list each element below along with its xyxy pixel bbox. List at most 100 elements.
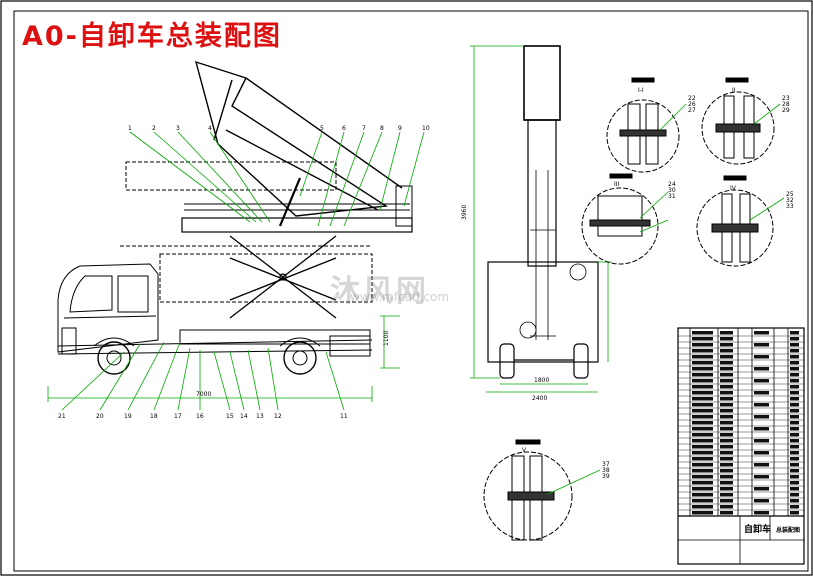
front-view-dims — [470, 45, 612, 393]
scissor-lift — [229, 235, 337, 319]
bom-cell-mark — [720, 445, 733, 449]
bom-cell-mark — [720, 427, 733, 431]
bom-cell-mark — [720, 385, 733, 389]
raised-body-end — [523, 45, 561, 121]
front-view — [487, 45, 599, 379]
front-detail-circle-b — [569, 263, 587, 281]
bom-cell-mark — [790, 415, 799, 419]
bom-cell-mark — [720, 343, 733, 347]
lift-column — [527, 119, 557, 267]
bom-cell-mark — [790, 481, 799, 485]
bom-cell-mark — [790, 421, 799, 425]
bom-cell-mark — [790, 331, 799, 335]
front-scissor — [530, 170, 556, 340]
bom-cell-mark — [692, 439, 713, 443]
tipped-body — [194, 60, 403, 217]
rear-fender — [279, 337, 321, 347]
bom-cell-mark — [754, 391, 769, 395]
bom-cell-mark — [790, 343, 799, 347]
bom-cell-mark — [720, 463, 733, 467]
bom-cell-mark — [692, 481, 713, 485]
bom-cell-mark — [692, 433, 713, 437]
bom-cell-mark — [692, 361, 713, 365]
bom-cell-mark — [720, 379, 733, 383]
bom-cell-mark — [790, 409, 799, 413]
bom-cell-mark — [754, 475, 769, 479]
bom-cell-mark — [692, 337, 713, 341]
bom-cell-mark — [754, 355, 769, 359]
cab-belt-line — [63, 315, 157, 319]
bom-cell-mark — [720, 511, 733, 515]
bom-cell-mark — [790, 361, 799, 365]
bom-row-marks — [692, 331, 799, 515]
bom-cell-mark — [692, 355, 713, 359]
front-wheel — [97, 341, 131, 375]
detail-views — [483, 77, 775, 541]
bom-cell-mark — [790, 469, 799, 473]
bom-cell-mark — [790, 457, 799, 461]
bom-cell-mark — [720, 349, 733, 353]
bom-cell-mark — [790, 451, 799, 455]
bom-cell-mark — [692, 475, 713, 479]
bom-cell-mark — [692, 391, 713, 395]
front-fender — [93, 337, 135, 347]
bom-cell-mark — [692, 343, 713, 347]
bom-cell-mark — [692, 451, 713, 455]
bom-cell-mark — [720, 337, 733, 341]
bom-cell-mark — [790, 463, 799, 467]
body-lowered — [120, 161, 373, 303]
detail-I — [606, 77, 680, 173]
bom-cell-mark — [720, 397, 733, 401]
bom-cell-mark — [692, 379, 713, 383]
front-wheel-hub — [106, 350, 122, 366]
bom-cell-mark — [720, 505, 733, 509]
bom-cell-mark — [790, 487, 799, 491]
bom-cell-mark — [720, 373, 733, 377]
bom-cell-mark — [692, 349, 713, 353]
bom-cell-mark — [790, 445, 799, 449]
rear-stabilizer — [329, 335, 371, 357]
bom-cell-mark — [720, 457, 733, 461]
bom-cell-mark — [790, 505, 799, 509]
bom-cell-mark — [720, 499, 733, 503]
bom-cell-mark — [790, 427, 799, 431]
bom-cell-mark — [692, 463, 713, 467]
tailgate-bracket — [395, 185, 413, 227]
bom-cell-mark — [692, 445, 713, 449]
inner-frame — [13, 10, 809, 572]
bom-cell-mark — [692, 415, 713, 419]
bom-cell-mark — [754, 415, 769, 419]
bom-cell-mark — [790, 391, 799, 395]
bom-cell-mark — [790, 511, 799, 515]
bom-cell-mark — [692, 367, 713, 371]
left-wheel — [499, 343, 515, 379]
right-wheel — [573, 343, 589, 379]
bom-cell-mark — [720, 415, 733, 419]
bom-cell-mark — [692, 331, 713, 335]
bom-cell-mark — [754, 331, 769, 335]
watermark-logo: 沐风网 — [330, 274, 429, 309]
bom-cell-mark — [692, 385, 713, 389]
bom-cell-mark — [754, 463, 769, 467]
bom-cell-mark — [720, 421, 733, 425]
bom-cell-mark — [790, 397, 799, 401]
side-view — [57, 60, 413, 375]
bom-cell-mark — [790, 493, 799, 497]
bom-cell-mark — [754, 343, 769, 347]
bom-cell-mark — [790, 349, 799, 353]
bom-rows — [678, 335, 804, 511]
bom-cell-mark — [720, 409, 733, 413]
bom-cell-mark — [754, 379, 769, 383]
detail-II — [701, 77, 775, 165]
bom-cell-mark — [754, 427, 769, 431]
bom-cell-mark — [790, 439, 799, 443]
cab-window — [69, 275, 113, 313]
bom-cell-mark — [790, 403, 799, 407]
lift-platform — [181, 217, 413, 233]
bom-cell-mark — [790, 355, 799, 359]
bom-table — [677, 327, 805, 565]
bom-cell-mark — [692, 397, 713, 401]
bom-cell-mark — [790, 475, 799, 479]
